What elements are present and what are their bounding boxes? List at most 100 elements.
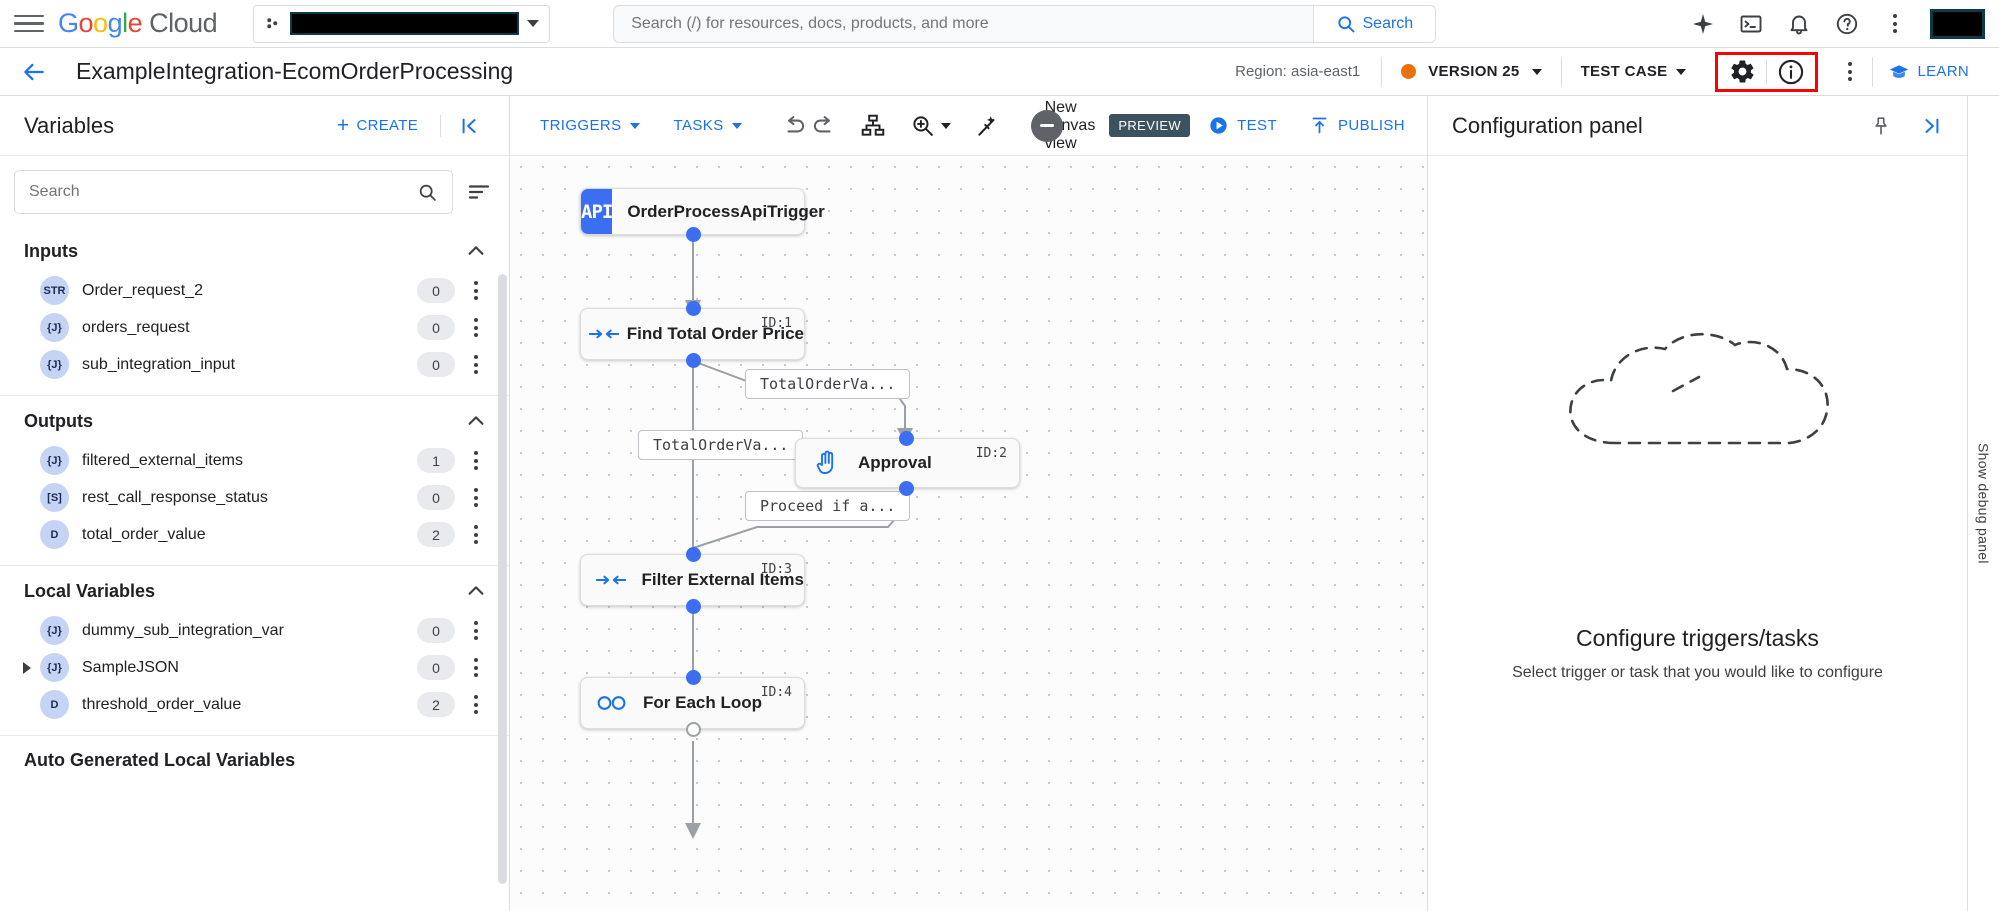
- row-more-options-icon[interactable]: [461, 451, 491, 470]
- node-output-port[interactable]: [899, 481, 914, 496]
- group-header[interactable]: Inputs: [0, 226, 509, 272]
- version-label: VERSION 25: [1428, 63, 1520, 80]
- search-input[interactable]: [614, 14, 1313, 33]
- variable-row[interactable]: {J} orders_request 0: [0, 309, 509, 346]
- account-avatar[interactable]: [1930, 8, 1985, 39]
- variable-type-badge: D: [40, 690, 69, 719]
- settings-gear-button[interactable]: [1718, 55, 1766, 89]
- back-arrow-icon[interactable]: [14, 52, 54, 92]
- canvas-node-for-each-loop[interactable]: For Each Loop ID:4: [580, 677, 805, 729]
- divider: [1872, 56, 1874, 87]
- global-top-bar: Google Cloud Search: [0, 0, 1999, 48]
- row-more-options-icon[interactable]: [461, 621, 491, 640]
- google-cloud-logo[interactable]: Google Cloud: [58, 8, 218, 38]
- tasks-menu[interactable]: TASKS: [658, 117, 758, 134]
- row-more-options-icon[interactable]: [461, 695, 491, 714]
- node-output-port[interactable]: [686, 353, 701, 368]
- learn-button[interactable]: LEARN: [1873, 62, 1985, 82]
- variable-row[interactable]: STR Order_request_2 0: [0, 272, 509, 309]
- canvas-node-filter-external-items[interactable]: Filter External Items ID:3: [580, 554, 805, 606]
- more-options-icon[interactable]: [1828, 52, 1872, 92]
- chevron-up-icon[interactable]: [465, 410, 487, 432]
- divider: [0, 565, 509, 566]
- divider: [1560, 56, 1562, 87]
- pin-icon[interactable]: [1863, 108, 1899, 144]
- project-selector[interactable]: [253, 4, 551, 43]
- test-case-selector[interactable]: TEST CASE: [1562, 63, 1706, 80]
- info-button[interactable]: [1767, 55, 1815, 89]
- sidebar-scrollbar[interactable]: [498, 274, 507, 884]
- variable-row[interactable]: D threshold_order_value 2: [0, 686, 509, 723]
- variable-row[interactable]: D total_order_value 2: [0, 516, 509, 553]
- chevron-up-icon[interactable]: [465, 580, 487, 602]
- publish-button[interactable]: PUBLISH: [1293, 115, 1421, 136]
- collapse-left-icon[interactable]: [440, 114, 495, 137]
- node-input-port[interactable]: [686, 670, 701, 685]
- variable-row[interactable]: {J} SampleJSON 0: [0, 649, 509, 686]
- auto-layout-icon[interactable]: [860, 104, 886, 148]
- more-options-icon[interactable]: [1874, 3, 1916, 45]
- variable-type-badge: {J}: [40, 446, 69, 475]
- node-output-port[interactable]: [686, 599, 701, 614]
- canvas-node-approval[interactable]: Approval ID:2: [795, 438, 1020, 488]
- node-output-port-open[interactable]: [686, 722, 701, 737]
- node-input-port[interactable]: [899, 431, 914, 446]
- variable-row[interactable]: {J} dummy_sub_integration_var 0: [0, 612, 509, 649]
- search-button[interactable]: Search: [1312, 5, 1436, 42]
- graduation-cap-icon: [1890, 64, 1909, 78]
- triggers-menu[interactable]: TRIGGERS: [524, 117, 656, 134]
- zoom-icon[interactable]: [910, 104, 951, 148]
- create-variable-button[interactable]: + CREATE: [323, 115, 432, 136]
- magic-wand-icon[interactable]: [975, 104, 1001, 148]
- divider: [0, 735, 509, 736]
- variable-type-badge: [S]: [40, 483, 69, 512]
- debug-panel-label: Show debug panel: [1975, 443, 1992, 564]
- row-more-options-icon[interactable]: [461, 281, 491, 300]
- info-circle-icon: [1779, 59, 1804, 84]
- integration-canvas[interactable]: API OrderProcessApiTrigger Find Tot: [510, 156, 1427, 911]
- node-input-port[interactable]: [686, 547, 701, 562]
- edge-label[interactable]: TotalOrderVa...: [745, 369, 911, 399]
- infinity-glyph: [597, 696, 626, 710]
- group-header[interactable]: Local Variables: [0, 566, 509, 612]
- row-more-options-icon[interactable]: [461, 488, 491, 507]
- expand-tree-icon[interactable]: [14, 661, 40, 674]
- undo-icon[interactable]: [782, 104, 808, 148]
- test-case-label: TEST CASE: [1580, 63, 1668, 80]
- search-input[interactable]: [29, 183, 417, 201]
- gemini-sparkle-icon[interactable]: [1682, 3, 1724, 45]
- variables-group-auto-generated: Auto Generated Local Variables: [0, 736, 509, 781]
- hamburger-menu-icon[interactable]: [14, 12, 44, 36]
- cloud-shell-icon[interactable]: [1730, 3, 1772, 45]
- group-title: Outputs: [24, 410, 93, 431]
- node-output-port[interactable]: [686, 227, 701, 242]
- redo-icon[interactable]: [810, 104, 836, 148]
- configuration-panel-actions: [1863, 108, 1949, 144]
- group-header[interactable]: Auto Generated Local Variables: [0, 736, 509, 781]
- node-input-port[interactable]: [686, 301, 701, 316]
- row-more-options-icon[interactable]: [461, 318, 491, 337]
- group-header[interactable]: Outputs: [0, 396, 509, 442]
- notifications-bell-icon[interactable]: [1778, 3, 1820, 45]
- version-selector[interactable]: VERSION 25: [1382, 63, 1560, 80]
- variable-row[interactable]: [S] rest_call_response_status 0: [0, 479, 509, 516]
- variable-name: sub_integration_input: [82, 355, 236, 373]
- test-button[interactable]: TEST: [1192, 115, 1293, 136]
- row-more-options-icon[interactable]: [461, 525, 491, 544]
- edge-label[interactable]: TotalOrderVa...: [638, 430, 804, 460]
- group-title: Local Variables: [24, 580, 156, 601]
- global-search[interactable]: Search: [613, 4, 1437, 43]
- row-more-options-icon[interactable]: [461, 658, 491, 677]
- variable-row[interactable]: {J} sub_integration_input 0: [0, 346, 509, 383]
- page-header: ExampleIntegration-EcomOrderProcessing R…: [0, 48, 1999, 96]
- sort-filter-icon[interactable]: [467, 180, 491, 204]
- show-debug-panel-rail[interactable]: Show debug panel: [1967, 96, 1999, 911]
- help-icon[interactable]: [1826, 3, 1868, 45]
- create-label: CREATE: [356, 117, 418, 134]
- variables-search[interactable]: [14, 170, 453, 214]
- row-more-options-icon[interactable]: [461, 355, 491, 374]
- edge-label[interactable]: Proceed if a...: [745, 491, 911, 521]
- chevron-up-icon[interactable]: [465, 240, 487, 262]
- collapse-right-icon[interactable]: [1913, 108, 1949, 144]
- variable-row[interactable]: {J} filtered_external_items 1: [0, 442, 509, 479]
